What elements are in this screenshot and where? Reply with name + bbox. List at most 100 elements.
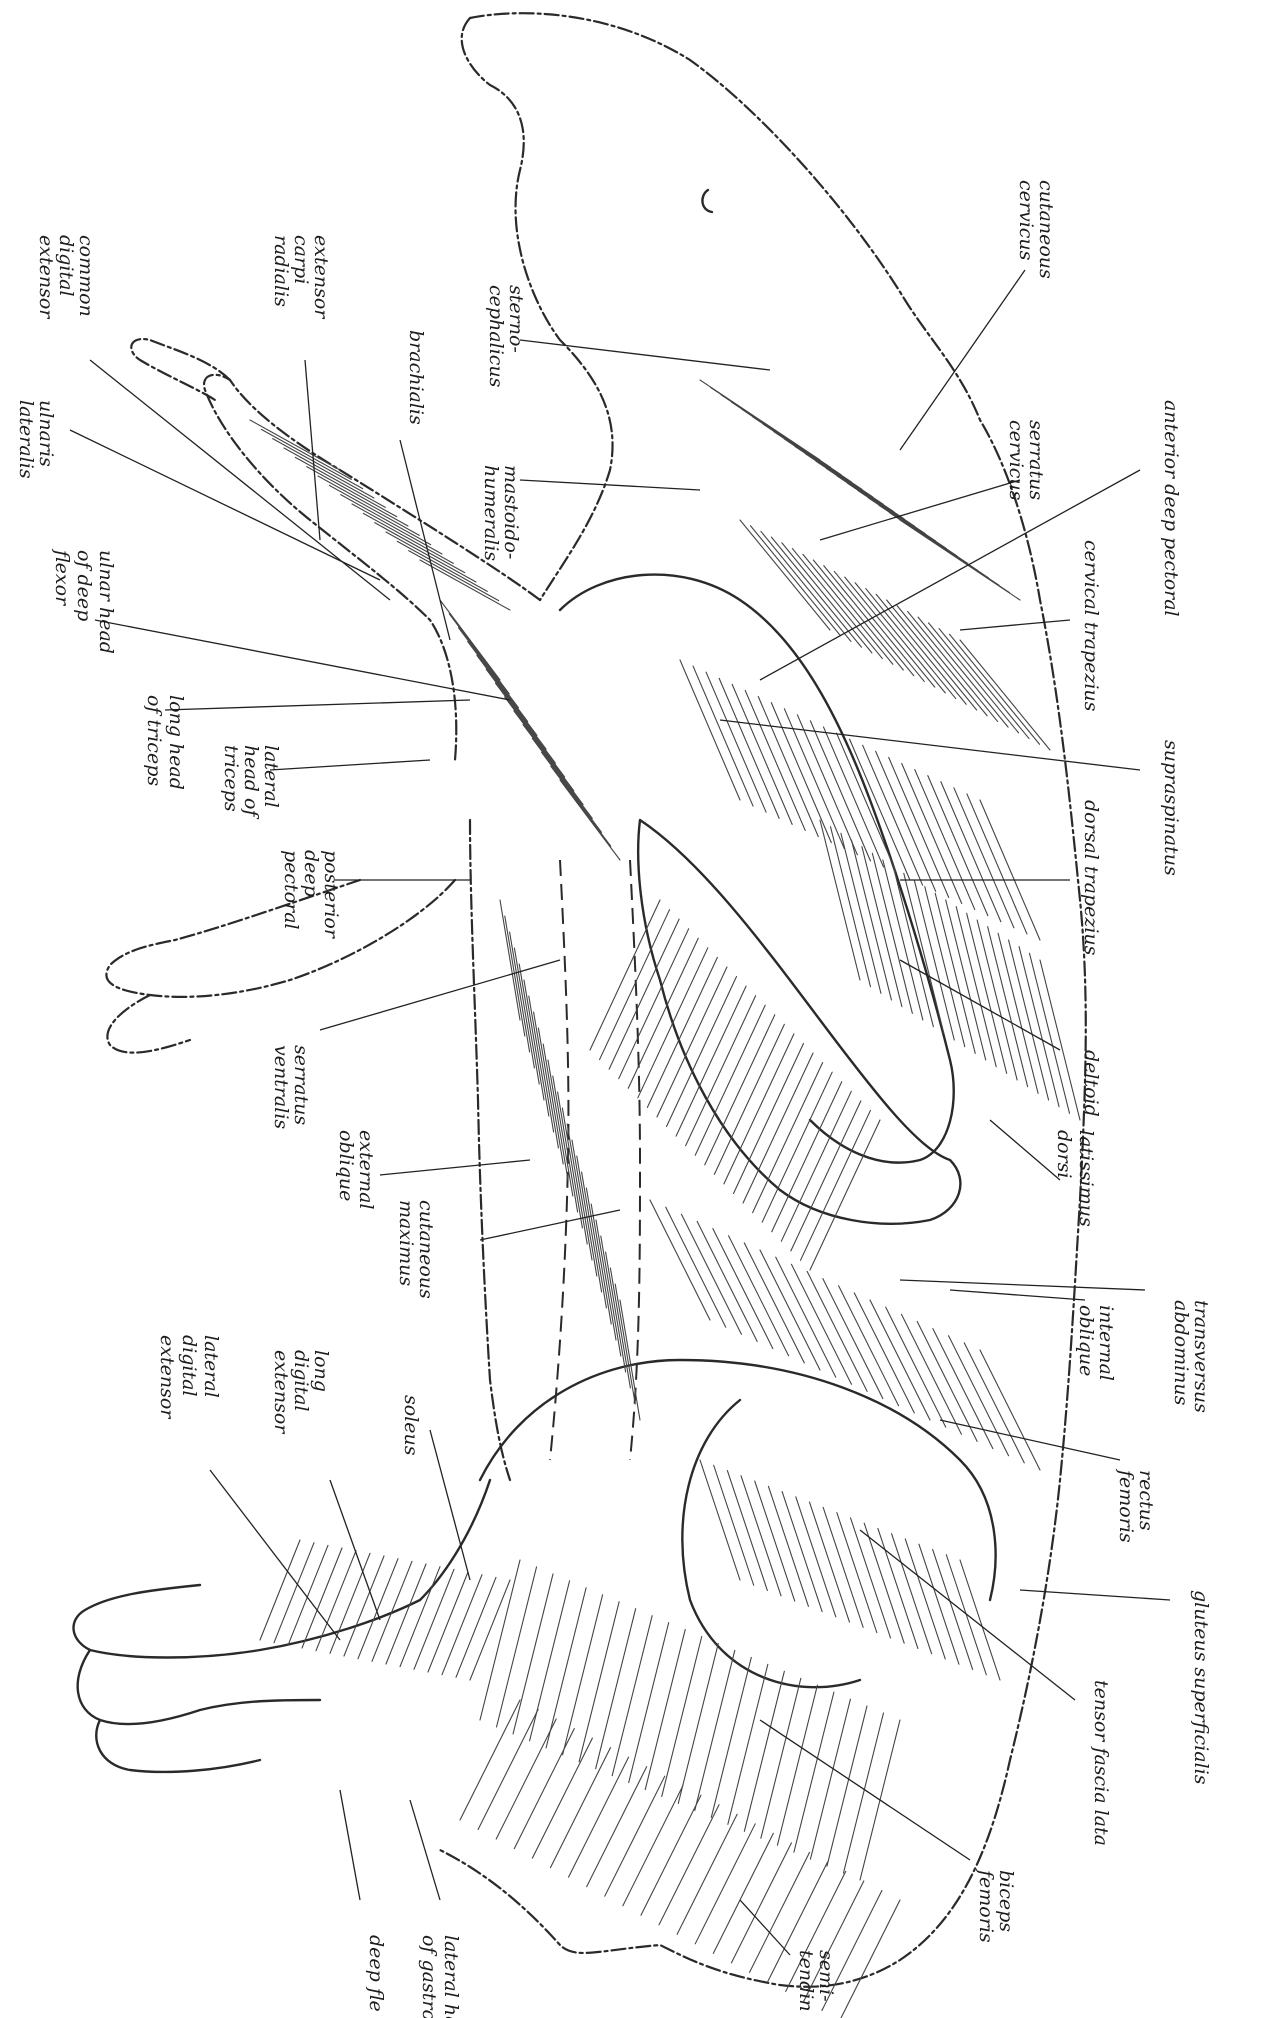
- label-line: biceps: [995, 1870, 1017, 1932]
- fiber-stroke: [840, 1900, 900, 2018]
- label-dorsal-trapezius: dorsal trapezius: [1080, 800, 1102, 956]
- fiber-stroke: [834, 571, 924, 681]
- leader-line-transversus-abdominus: [900, 1280, 1145, 1290]
- fiber-stroke: [724, 1034, 794, 1184]
- label-line: long head: [165, 695, 187, 790]
- label-line: anterior deep pectoral: [1160, 400, 1182, 617]
- fiber-stroke: [612, 1616, 652, 1776]
- fiber-stroke: [967, 913, 1007, 1073]
- fiber-stroke: [514, 1729, 574, 1849]
- fiber-stroke: [904, 873, 944, 1033]
- fiber-stroke: [519, 964, 539, 1084]
- fiber-stroke: [563, 1595, 603, 1755]
- fiber-stroke: [505, 697, 565, 777]
- fiber-stroke: [548, 1060, 568, 1180]
- fiber-stroke: [914, 880, 954, 1040]
- internal-dashed-line-2: [550, 860, 568, 1460]
- fiber-stroke: [782, 543, 872, 653]
- fiber-stroke: [623, 1786, 683, 1906]
- fiber-stroke: [587, 1767, 647, 1887]
- fiber-stroke: [261, 429, 351, 479]
- fiber-stroke: [534, 1012, 554, 1132]
- label-line: radialis: [270, 235, 292, 307]
- label-line: deep fle: [365, 1935, 387, 2012]
- fiber-stroke: [892, 1534, 932, 1654]
- fiber-stroke: [960, 640, 1050, 750]
- fiber-stroke: [695, 1824, 755, 1944]
- label-line: serratus: [1025, 420, 1047, 500]
- eye-mark: [702, 190, 712, 212]
- fiber-stroke: [697, 1221, 757, 1341]
- fiber-stroke: [794, 1692, 834, 1852]
- leader-line-semitendinosus: [740, 1900, 790, 1955]
- fiber-stroke: [925, 887, 965, 1047]
- label-line: dorsal trapezius: [1080, 800, 1102, 956]
- fiber-stroke: [841, 833, 881, 993]
- fiber-stroke: [823, 1279, 883, 1399]
- fiber-stroke: [695, 1005, 765, 1155]
- label-line: cervical trapezius: [1080, 540, 1102, 712]
- label-line: supraspinatus: [1160, 740, 1182, 876]
- label-soleus: soleus: [400, 1395, 422, 1456]
- label-line: internal: [1095, 1305, 1117, 1381]
- fiber-stroke: [866, 589, 956, 699]
- fiber-stroke: [514, 948, 534, 1068]
- fiber-stroke: [768, 1486, 808, 1606]
- fiber-stroke: [606, 1252, 626, 1372]
- fiber-stroke: [497, 1567, 537, 1727]
- ventral-outline: [470, 820, 510, 1480]
- fiber-stroke: [977, 920, 1017, 1080]
- fiber-stroke: [823, 1507, 863, 1627]
- fiber-stroke: [538, 1028, 558, 1148]
- forelimb-outline: [204, 375, 540, 760]
- fiber-stroke: [579, 1602, 619, 1762]
- leader-line-sternocephalicus: [520, 340, 770, 370]
- label-line: digital: [178, 1335, 200, 1397]
- fiber-stroke: [713, 1833, 773, 1953]
- fiber-stroke: [440, 600, 500, 680]
- fiber-stroke: [386, 532, 476, 582]
- fiber-stroke: [620, 1300, 640, 1420]
- fiber-stroke: [601, 1236, 621, 1356]
- fiber-stroke: [741, 1476, 781, 1596]
- fiber-stroke: [1019, 947, 1059, 1107]
- fiber-stroke: [905, 1539, 945, 1659]
- fiber-stroke: [562, 1108, 582, 1228]
- fiber-stroke: [397, 541, 487, 591]
- fiber-stroke: [796, 1497, 836, 1617]
- label-lateral-head-triceps: lateralhead oftriceps: [220, 745, 282, 819]
- label-line: carpi: [290, 235, 312, 284]
- label-mastoidohumeralis: mastoido-humeralis: [480, 465, 522, 561]
- label-semitendinosus: semi-tendin: [795, 1950, 837, 2012]
- fiber-stroke: [929, 623, 1019, 733]
- label-line: brachialis: [405, 330, 427, 425]
- label-serratus-ventralis: serratusventralis: [270, 1045, 312, 1129]
- label-line: mastoido-: [500, 465, 522, 559]
- fiber-stroke: [711, 1657, 751, 1817]
- leader-line-lateral-digital-extensor: [210, 1470, 340, 1640]
- fiber-stroke: [505, 916, 525, 1036]
- fiber-stroke: [590, 900, 660, 1050]
- label-line: extensor: [35, 235, 57, 320]
- fiber-stroke: [777, 1685, 817, 1845]
- label-line: ulnaris: [35, 400, 57, 467]
- label-posterior-deep-pectoral: posteriordeeppectoral: [280, 850, 342, 940]
- fiber-stroke: [810, 1120, 880, 1270]
- fiber-stroke: [400, 1567, 440, 1667]
- label-line: semi-: [815, 1950, 837, 2002]
- label-serratus-cervicus: serratuscervicus: [1005, 420, 1047, 501]
- fiber-stroke: [250, 420, 340, 470]
- label-line: extensor: [310, 235, 332, 320]
- label-line: extensor: [156, 1335, 178, 1420]
- hind-hoof: [78, 1650, 320, 1724]
- fiber-stroke: [478, 1710, 538, 1830]
- fiber-stroke: [727, 1471, 767, 1591]
- fiber-stroke: [980, 1350, 1040, 1470]
- fiber-stroke: [514, 711, 574, 791]
- fiber-stroke: [428, 1572, 468, 1672]
- label-line: femoris: [975, 1868, 997, 1943]
- label-anterior-deep-pectoral: anterior deep pectoral: [1160, 400, 1182, 617]
- fiber-stroke: [1040, 960, 1080, 1120]
- fiber-stroke: [771, 537, 861, 647]
- fiber-stroke: [988, 927, 1028, 1087]
